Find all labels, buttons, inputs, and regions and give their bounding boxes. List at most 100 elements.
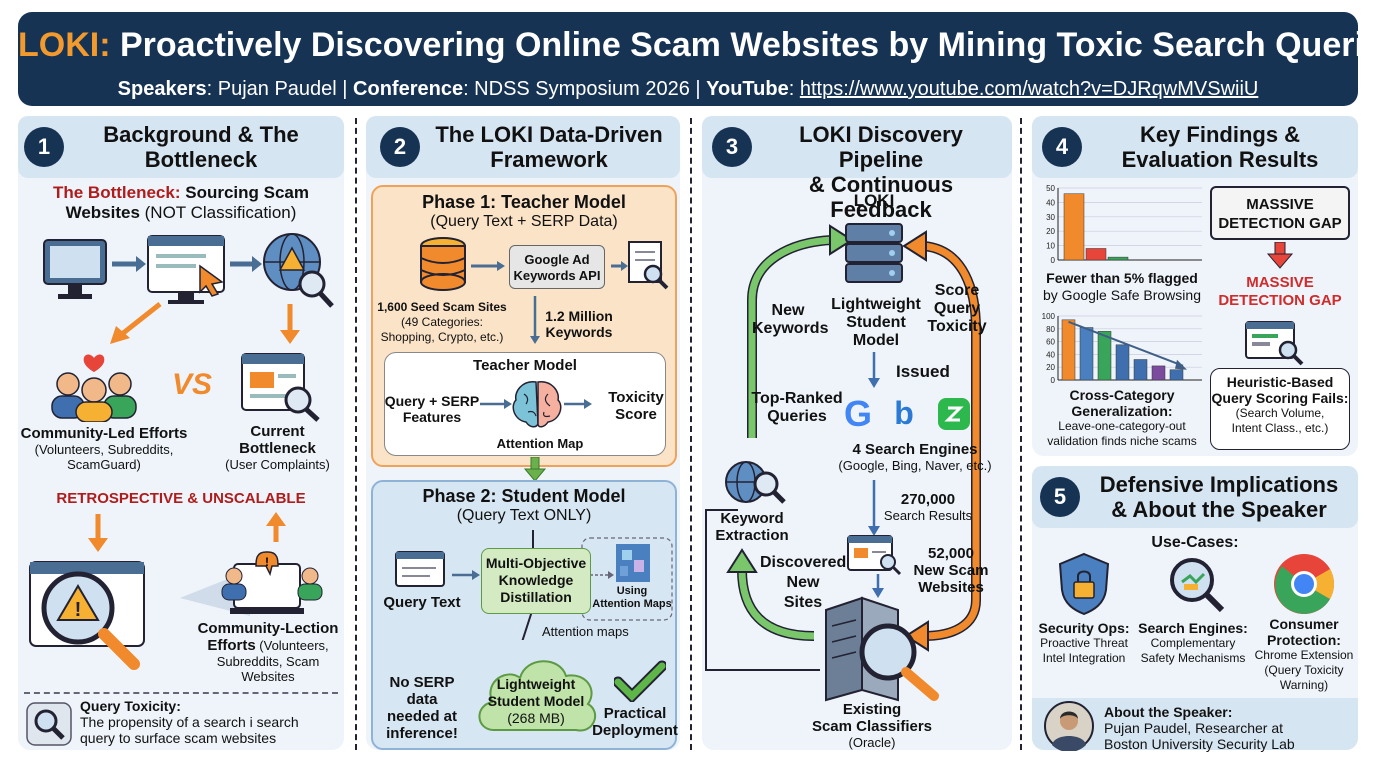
pipeline-diagram: G b — [705, 223, 981, 702]
globe-search-icon — [725, 461, 786, 504]
conference-label: Conference — [353, 78, 464, 100]
phase1-title: Phase 1: Teacher Model (Query Text + SER… — [422, 192, 626, 230]
globe-warning-icon — [263, 233, 334, 308]
header-banner: LOKI: Proactively Discovering Online Sca… — [18, 12, 1376, 106]
issued-label: Issued — [896, 362, 950, 381]
seed-sites-label: 1,600 Seed Scam Sites(49 Categories:Shop… — [377, 300, 507, 344]
section5-header: 5 Defensive Implications& About the Spea… — [1032, 466, 1358, 528]
bar — [1079, 327, 1094, 381]
section-number: 3 — [712, 127, 752, 167]
title-text: Proactively Discovering Online Scam Webs… — [110, 26, 1376, 64]
bar — [1151, 365, 1166, 381]
bar — [1107, 256, 1129, 261]
y-tick-label: 30 — [1046, 213, 1055, 222]
trend-arrowhead — [1175, 359, 1187, 370]
complaint-window-icon — [241, 353, 320, 422]
bar — [1063, 193, 1085, 261]
y-tick-label: 40 — [1046, 350, 1055, 359]
checkmark-icon — [614, 660, 666, 702]
divider — [690, 118, 692, 750]
trend-arrow — [1068, 320, 1184, 367]
conference-value: : NDSS Symposium 2026 | — [463, 78, 707, 100]
svg-text:!: ! — [75, 599, 82, 621]
section3-header: 3 LOKI Discovery Pipeline& Continuous Fe… — [702, 116, 1012, 222]
arrow — [530, 296, 540, 344]
bar — [1085, 248, 1107, 261]
phase2-flow — [395, 530, 673, 640]
search-warning-illustration: ! ! — [29, 512, 323, 670]
speaker-avatar — [1044, 701, 1094, 751]
divider — [1020, 118, 1022, 750]
section-title: LOKI Discovery Pipeline& Continuous Feed… — [799, 122, 963, 222]
youtube-label: YouTube — [706, 78, 789, 100]
database-icon — [420, 237, 466, 291]
browser-cursor-icon — [147, 235, 225, 304]
bottleneck-flow-illustration — [43, 233, 334, 308]
svg-text:!: ! — [265, 555, 269, 569]
y-tick-label: 0 — [1051, 376, 1056, 385]
section-title: Key Findings &Evaluation Results — [1121, 122, 1319, 172]
phase2-title: Phase 2: Student Model (Query Text ONLY) — [422, 486, 626, 524]
section4-header: 4 Key Findings &Evaluation Results — [1032, 116, 1358, 178]
bar — [1115, 344, 1130, 381]
server-icon — [845, 223, 903, 283]
flow-arrows — [110, 302, 300, 344]
brain-icon — [480, 381, 592, 428]
y-tick-label: 60 — [1046, 338, 1055, 347]
svg-text:G: G — [844, 393, 872, 434]
section-number: 4 — [1042, 127, 1082, 167]
main-title: LOKI: Proactively Discovering Online Sca… — [18, 26, 1376, 65]
monitor-icon — [43, 239, 107, 299]
chart-gsb-flagged: 0 10 20 30 40 50 — [1046, 184, 1202, 265]
y-tick-label: 0 — [1051, 256, 1056, 265]
youtube-link[interactable]: https://www.youtube.com/watch?v=DJRqwMVS… — [799, 78, 1259, 100]
community-led-label: Community-Led Efforts (Volunteers, Subre… — [20, 425, 188, 472]
divider — [355, 118, 357, 750]
section-title: Defensive Implications& About the Speake… — [1099, 472, 1339, 522]
speakers-value: : Pujan Paudel | — [206, 78, 354, 100]
document-search-icon — [628, 241, 669, 290]
y-tick-label: 10 — [1046, 242, 1055, 251]
speakers-label: Speakers — [117, 78, 207, 100]
attention-map-label: Attention Map — [496, 436, 584, 451]
y-tick-label: 50 — [1046, 184, 1055, 193]
y-tick-label: 20 — [1046, 227, 1055, 236]
bar — [1061, 319, 1076, 381]
cloud-shape — [478, 660, 597, 732]
community-people-icon — [51, 354, 137, 422]
section-number: 5 — [1040, 477, 1080, 517]
attention-maps-note: Attention maps — [542, 624, 629, 639]
y-tick-label: 20 — [1046, 363, 1055, 372]
search-engines-label: 4 Search Engines(Google, Bing, Naver, et… — [838, 441, 992, 473]
attention-map-image — [616, 544, 650, 582]
query-toxicity-definition: Query Toxicity: The propensity of a sear… — [80, 698, 299, 746]
search-engine-logos-icon: G b — [844, 393, 970, 434]
about-speaker-text: About the Speaker:Pujan Paudel, Research… — [1104, 704, 1295, 752]
y-tick-label: 40 — [1046, 198, 1055, 207]
community-lection-label: Community-Lection Efforts (Volunteers, S… — [197, 620, 339, 684]
youtube-sep: : — [788, 78, 800, 100]
